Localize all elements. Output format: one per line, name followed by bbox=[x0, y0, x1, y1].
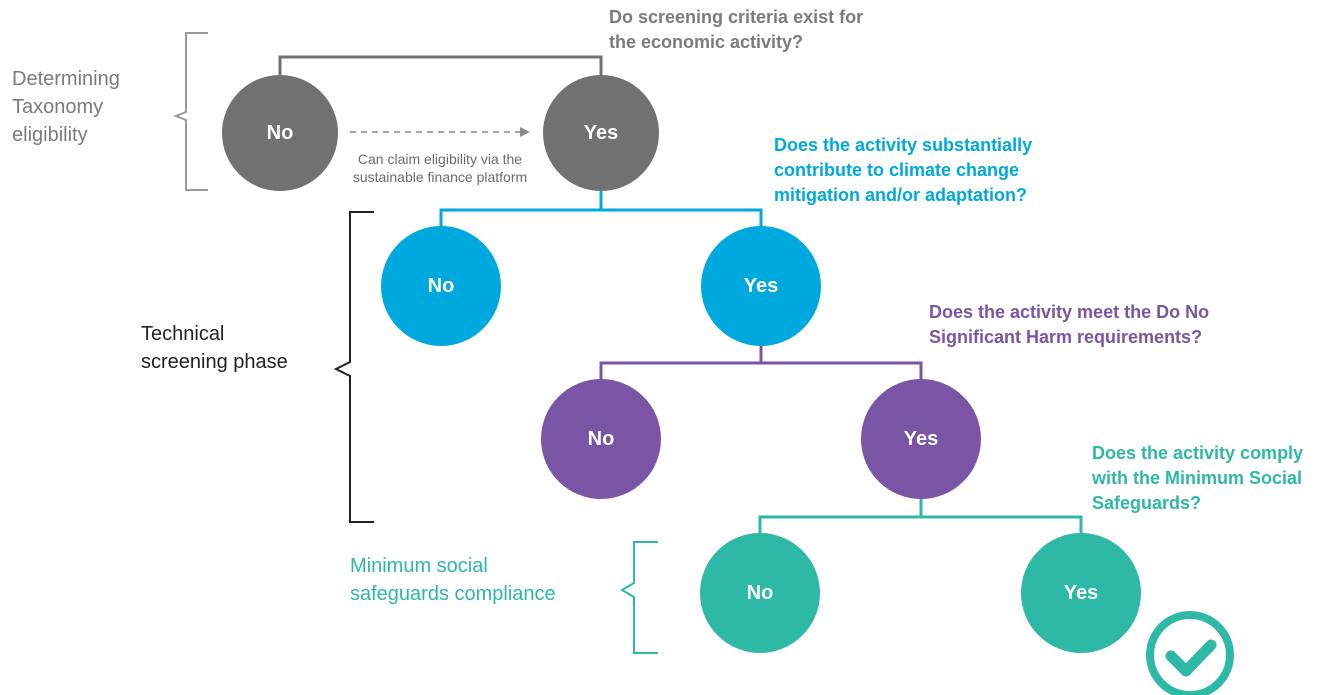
bracket-technical bbox=[333, 211, 374, 523]
node-yes-social-safeguards: Yes bbox=[1021, 533, 1141, 653]
question-do-no-significant-harm: Does the activity meet the Do No Signifi… bbox=[929, 302, 1210, 347]
node-no-dnsh: No bbox=[541, 379, 661, 499]
connector-level-3 bbox=[599, 345, 923, 398]
node-yes-screening-criteria: Yes bbox=[543, 75, 659, 191]
check-circle-icon bbox=[1146, 611, 1234, 695]
question-substantial-contribution: Does the activity substantially contribu… bbox=[774, 135, 1033, 205]
connector-level-4 bbox=[758, 498, 1083, 553]
dashed-arrow-icon bbox=[350, 127, 530, 137]
phase-label-technical: Technical screening phase bbox=[141, 323, 288, 373]
phase-label-social: Minimum social safeguards compliance bbox=[350, 555, 556, 605]
node-no-substantial-contribution: No bbox=[381, 226, 501, 346]
question-screening-criteria: Do screening criteria exist for the econ… bbox=[609, 7, 864, 52]
node-no-social-safeguards: No bbox=[700, 533, 820, 653]
bracket-social bbox=[620, 541, 658, 654]
eligibility-note: Can claim eligibility via the sustainabl… bbox=[352, 151, 528, 185]
phase-label-eligibility: Determining Taxonomy eligibility bbox=[12, 68, 120, 146]
bracket-eligibility bbox=[173, 32, 208, 191]
node-yes-substantial-contribution: Yes bbox=[701, 226, 821, 346]
node-no-screening-criteria: No bbox=[222, 75, 338, 191]
question-minimum-social-safeguards: Does the activity comply with the Minimu… bbox=[1092, 443, 1304, 513]
connector-level-2 bbox=[439, 190, 763, 246]
connector-level-1 bbox=[278, 55, 603, 95]
node-yes-dnsh: Yes bbox=[861, 379, 981, 499]
